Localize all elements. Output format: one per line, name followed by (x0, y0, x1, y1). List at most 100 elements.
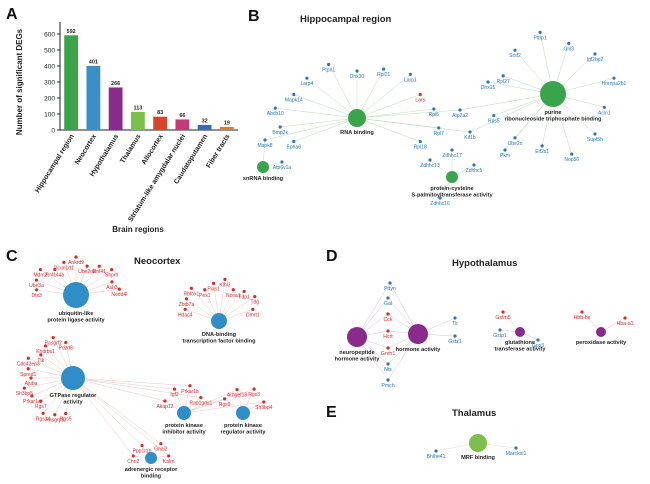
gene-node-epha6 (292, 139, 296, 144)
edge (72, 377, 134, 457)
panel-title-e: Thalamus (452, 408, 497, 419)
gene-label: Rpl6 (429, 112, 440, 118)
gene-node-ankrd9 (74, 255, 78, 259)
gene-node-rap1gds1 (199, 395, 203, 400)
a-bar-thalamus (130, 111, 145, 130)
gene-label: Tdg (250, 300, 259, 306)
gene-label: Dhx30 (350, 74, 365, 80)
edge (280, 117, 358, 128)
gene-label: Srsf2 (509, 53, 521, 59)
gene-label: Rbfox1 (183, 291, 199, 297)
gene-node-marcksl1 (514, 446, 518, 450)
gene-node-gstm5 (501, 310, 505, 314)
gene-label: Abcb10 (267, 111, 284, 117)
hub-label: neuropeptide (339, 350, 374, 356)
gene-label: Zdhhc5 (466, 168, 483, 174)
gene-label: Rpl18 (414, 145, 427, 151)
gene-label: Mapk14 (285, 98, 303, 104)
gene-label: Prkar1b (181, 389, 199, 395)
edge (306, 77, 358, 119)
edge (293, 117, 358, 142)
edge (183, 389, 238, 414)
gene-node-dmrt1 (251, 307, 255, 311)
edge (356, 282, 391, 338)
gene-node-sh3bp5 (22, 386, 26, 390)
gene-label: Asb3 (106, 285, 118, 291)
edge (183, 388, 255, 414)
gene-node-eif2s1 (540, 144, 544, 148)
gene-label: Klhl3 (219, 282, 230, 288)
edge (356, 117, 471, 133)
a-value-label: 266 (111, 81, 120, 87)
hub-label: hormone activity (396, 347, 442, 353)
gene-label: Ttk (37, 358, 44, 364)
gene-node-ube3a (34, 278, 39, 282)
gene-node-rpl6 (432, 107, 436, 111)
edge (72, 377, 143, 446)
a-y-tick-label: 200 (44, 96, 55, 103)
gene-label: Dcun1d1 (54, 265, 74, 271)
a-x-axis-label: Brain regions (112, 225, 164, 234)
gene-label: Hcrt (383, 334, 393, 340)
edge (328, 64, 358, 119)
panel-letter-c: C (6, 248, 18, 265)
hub-label: snRNA binding (243, 176, 284, 182)
hub-label: GTPase regulator (50, 393, 97, 399)
gene-label: Zbtb7a (179, 302, 195, 308)
gene-label: Hba-a1 (616, 321, 633, 327)
gene-label: Bhlhe41 (426, 454, 445, 460)
panel-title-b: Hippocampal region (300, 14, 392, 25)
edge (356, 109, 461, 119)
edge (356, 94, 421, 119)
gene-node-larp1 (408, 72, 412, 76)
hub-label: DNA-binding (202, 332, 237, 338)
panel-title-c: Neocortex (134, 256, 181, 267)
edge (356, 117, 421, 142)
gene-node-rps5 (492, 113, 496, 118)
hub-label: adrenergic receptor (125, 467, 178, 473)
gene-node-hdac4 (183, 307, 187, 311)
gene-node-cdc42ep3 (26, 356, 30, 360)
hub-label: protein-cysteine (430, 186, 473, 192)
panel-letter-d: D (326, 248, 338, 265)
gene-label: Ankrd9 (68, 260, 84, 266)
edge (264, 117, 358, 141)
gene-label: Rnf41 (93, 269, 107, 275)
gene-node-rasgrp3 (53, 413, 57, 417)
hub-neuro (347, 327, 367, 347)
gene-label: Zdhhc16 (430, 201, 450, 207)
a-y-tick-label: 0 (51, 128, 55, 135)
gene-label: Dtx3 (31, 293, 42, 299)
edge (72, 377, 162, 444)
gene-node-rpl7 (437, 126, 441, 130)
gene-label: Sh3bp5 (16, 391, 33, 397)
gene-label: Cck (384, 317, 393, 323)
gene-label: Rasgrf2 (44, 341, 62, 347)
gene-node-bhlhe41 (434, 449, 438, 453)
gene-node-hnrnpa2b1 (612, 76, 616, 80)
gene-label: Prkar1a (23, 399, 41, 405)
gene-label: Gstm5 (495, 315, 510, 321)
gene-node-pkm (503, 148, 507, 152)
gene-node-rpl21 (382, 67, 386, 71)
gene-node-tlr (453, 316, 457, 320)
hub-label-line2: S-palmitoyltransferase activity (411, 193, 493, 199)
gene-node-tdp1 (242, 289, 246, 294)
hub-label-line2: activity (63, 400, 83, 406)
gene-label: Gpx3 (532, 343, 545, 349)
gene-label: Atp2a2 (452, 113, 468, 119)
gene-label: Pkm (500, 153, 510, 159)
gene-label: Supt5h (587, 137, 603, 143)
gene-label: Rgs3 (248, 392, 260, 398)
hub-label-line2: ribonucleoside triphosphate binding (505, 117, 603, 123)
gene-node-shprh (110, 267, 114, 272)
gene-label: Acin1 (598, 110, 611, 116)
gene-nodes: Dtx3Ube3aMdm2Rnf144aDcun1d1Ankrd9Ube2d3R… (16, 255, 273, 465)
panel-letter-e: E (326, 404, 337, 421)
gene-node-nts (386, 362, 390, 366)
gene-label: Zdhhc13 (420, 163, 440, 169)
